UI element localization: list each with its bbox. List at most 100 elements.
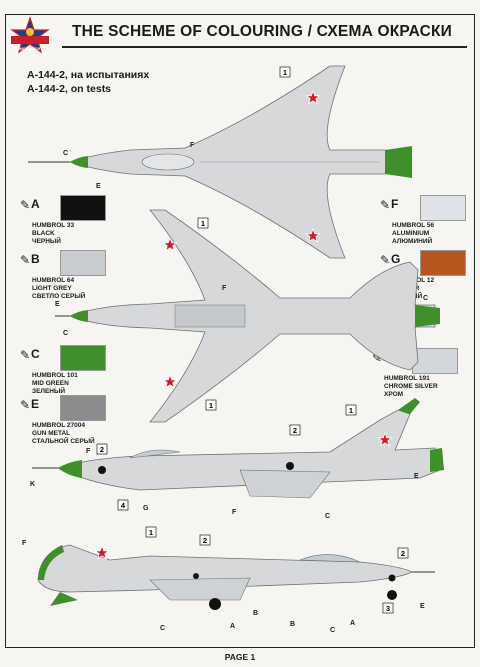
colour-callout: E	[420, 603, 425, 610]
bottom-view-exhaust	[415, 305, 440, 327]
swatch-name-ru: СВЕТЛО СЕРЫЙ	[32, 293, 86, 300]
swatch-name-en: MID GREEN	[32, 380, 69, 387]
brush-icon: ✎	[20, 348, 31, 362]
swatch-name-ru: СТАЛЬНОЙ СЕРЫЙ	[32, 438, 95, 445]
side-view-2-wheel	[209, 598, 221, 610]
page-title: THE SCHEME OF COLOURING / СХЕМА ОКРАСКИ	[72, 23, 452, 40]
callout-box	[96, 443, 108, 455]
swatch-color	[60, 250, 106, 276]
colour-callout: F	[22, 540, 27, 547]
page-frame	[5, 14, 475, 648]
swatch-letter: F	[391, 197, 399, 211]
side-view-aircraft	[32, 398, 444, 499]
side-view-aircraft-2	[37, 544, 435, 610]
modelsvit-logo	[10, 16, 50, 54]
colour-callout: C	[423, 295, 428, 302]
callout-label: 1	[349, 406, 353, 415]
swatch-code: HUMBROL 33	[32, 222, 75, 229]
swatch-name-ru: ЗЕЛЕНЫЙ	[32, 388, 66, 395]
callout-box	[345, 404, 357, 416]
side-view-exhaust	[430, 448, 444, 472]
callout-box	[382, 602, 394, 614]
subtitle-ru: A-144-2, на испытаниях	[27, 69, 150, 81]
brush-icon: ✎	[20, 198, 31, 212]
side-view-fin-tip	[398, 398, 420, 414]
callout-label: 1	[209, 401, 213, 410]
callout-box	[117, 499, 129, 511]
swatch-code: HUMBROL 64	[32, 277, 75, 284]
swatch-name-ru: ХРОМ	[384, 391, 404, 398]
swatch-name-ru: ЧЕРНЫЙ	[32, 238, 61, 245]
side-view-marking	[286, 462, 294, 470]
colour-callout: G	[143, 505, 149, 512]
bottom-view-nose-cone	[70, 310, 88, 322]
swatch-name-en: CHROME SILVER	[384, 383, 438, 390]
side-view-2-canopy	[299, 554, 361, 563]
colour-callout: E	[55, 301, 60, 308]
side-view-canopy	[129, 449, 181, 459]
title-divider	[62, 46, 467, 48]
swatch-name-en: LIGHT GREY	[32, 285, 72, 292]
side-view-2-marking	[388, 574, 396, 582]
top-view-tail-tip	[385, 146, 412, 178]
callouts: 1 1 1 1 2 2 4 1 2 2 3	[96, 66, 409, 614]
side-view-2-wheel	[387, 590, 397, 600]
side-view-fuselage	[56, 409, 441, 491]
callout-box	[199, 534, 211, 546]
swatch-color	[60, 395, 106, 421]
callout-label: 2	[203, 536, 207, 545]
swatch-color	[420, 195, 466, 221]
page-number: PAGE 1	[224, 652, 256, 662]
callout-box	[205, 399, 217, 411]
swatch-letter: E	[31, 397, 40, 411]
callout-box	[279, 66, 291, 78]
brush-icon: ✎	[380, 198, 391, 212]
side-view-2-exhaust	[50, 592, 78, 606]
colour-callout: E	[414, 473, 419, 480]
colour-callout: C	[63, 150, 68, 157]
swatch-name-en: ALUMINIUM	[392, 230, 430, 237]
colour-callout: F	[190, 142, 195, 149]
swatch-name-en: GUN METAL	[32, 430, 71, 437]
swatch-name-en: BLACK	[32, 230, 55, 237]
callout-box	[197, 217, 209, 229]
callout-box	[289, 424, 301, 436]
swatch-letter: A	[31, 197, 40, 211]
swatch-color	[420, 250, 466, 276]
colour-callout: B	[253, 610, 258, 617]
bottom-view-star-insignia	[162, 374, 178, 389]
side-view-wing	[239, 469, 331, 499]
brush-icon: ✎	[372, 351, 383, 365]
callout-label: 4	[121, 501, 126, 510]
swatch-code: HUMBROL 191	[384, 375, 430, 382]
swatch-letter: C	[31, 347, 40, 361]
colour-callout: B	[290, 621, 295, 628]
colour-callout: C	[63, 330, 68, 337]
side-view-2-marking	[193, 573, 199, 579]
colour-callout: C	[160, 625, 165, 632]
swatch-code: HUMBROL 101	[32, 372, 78, 379]
logo-text: MODELSVIT	[19, 46, 43, 51]
callout-box	[397, 547, 409, 559]
colour-callout: A	[230, 623, 235, 630]
callout-label: 2	[401, 549, 405, 558]
colour-callout: C	[330, 627, 335, 634]
brush-icon: ✎	[20, 253, 31, 267]
callout-label: 1	[283, 68, 287, 77]
swatch-color	[412, 348, 458, 374]
side-view-2-fin-tip	[38, 545, 64, 580]
colour-callout: F	[222, 285, 227, 292]
colour-callouts: F C E E C F C F K G F C E F C A B B C A …	[22, 142, 428, 634]
bottom-view-fuselage	[68, 209, 436, 423]
callout-label: 3	[386, 604, 390, 613]
swatch-letter: G	[391, 252, 401, 266]
swatch-code: HUMBROL 56	[392, 222, 435, 229]
colour-callout: F	[86, 448, 91, 455]
swatch-code: HUMBROL 27004	[32, 422, 85, 429]
